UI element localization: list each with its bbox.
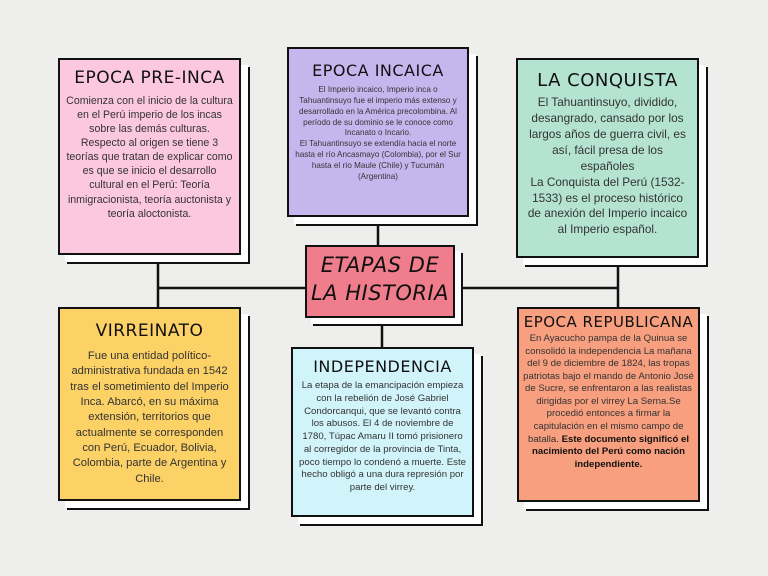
node-title: INDEPENDENCIA: [313, 357, 452, 376]
node-body: La etapa de la emancipación empieza con …: [299, 380, 466, 493]
node-title: LA CONQUISTA: [537, 70, 678, 91]
central-title-line-2: LA HISTORIA: [310, 281, 450, 306]
node-epoca-republicana: EPOCA REPUBLICANA En Ayacucho pampa de l…: [517, 307, 700, 502]
node-epoca-preinca: EPOCA PRE-INCA Comienza con el inicio de…: [58, 58, 241, 255]
central-title-node: ETAPAS DE LA HISTORIA: [305, 245, 455, 318]
node-la-conquista: LA CONQUISTA El Tahuantinsuyo, dividido,…: [516, 58, 699, 258]
node-body: El Imperio incaico, Imperio inca o Tahua…: [295, 85, 461, 181]
node-body: El Tahuantinsuyo, dividido, desangrado, …: [527, 95, 688, 237]
node-title: EPOCA PRE-INCA: [74, 68, 225, 88]
central-title: ETAPAS DE LA HISTORIA: [307, 251, 453, 308]
node-body-text: En Ayacucho pampa de la Quinua se consol…: [523, 333, 694, 445]
node-title: VIRREINATO: [95, 321, 204, 341]
node-body: En Ayacucho pampa de la Quinua se consol…: [519, 333, 698, 471]
node-body: Comienza con el inicio de la cultura en …: [66, 95, 233, 220]
node-virreinato: VIRREINATO Fue una entidad político-admi…: [58, 307, 241, 501]
central-title-line-1: ETAPAS DE: [320, 253, 440, 277]
node-epoca-incaica: EPOCA INCAICA El Imperio incaico, Imperi…: [287, 47, 469, 217]
node-body: Fue una entidad político-administrativa …: [70, 350, 229, 485]
node-body-bold: Este documento significó el nacimiento d…: [532, 433, 689, 470]
node-title: EPOCA REPUBLICANA: [523, 313, 694, 331]
node-independencia: INDEPENDENCIA La etapa de la emancipació…: [291, 347, 474, 517]
node-title: EPOCA INCAICA: [312, 61, 444, 80]
